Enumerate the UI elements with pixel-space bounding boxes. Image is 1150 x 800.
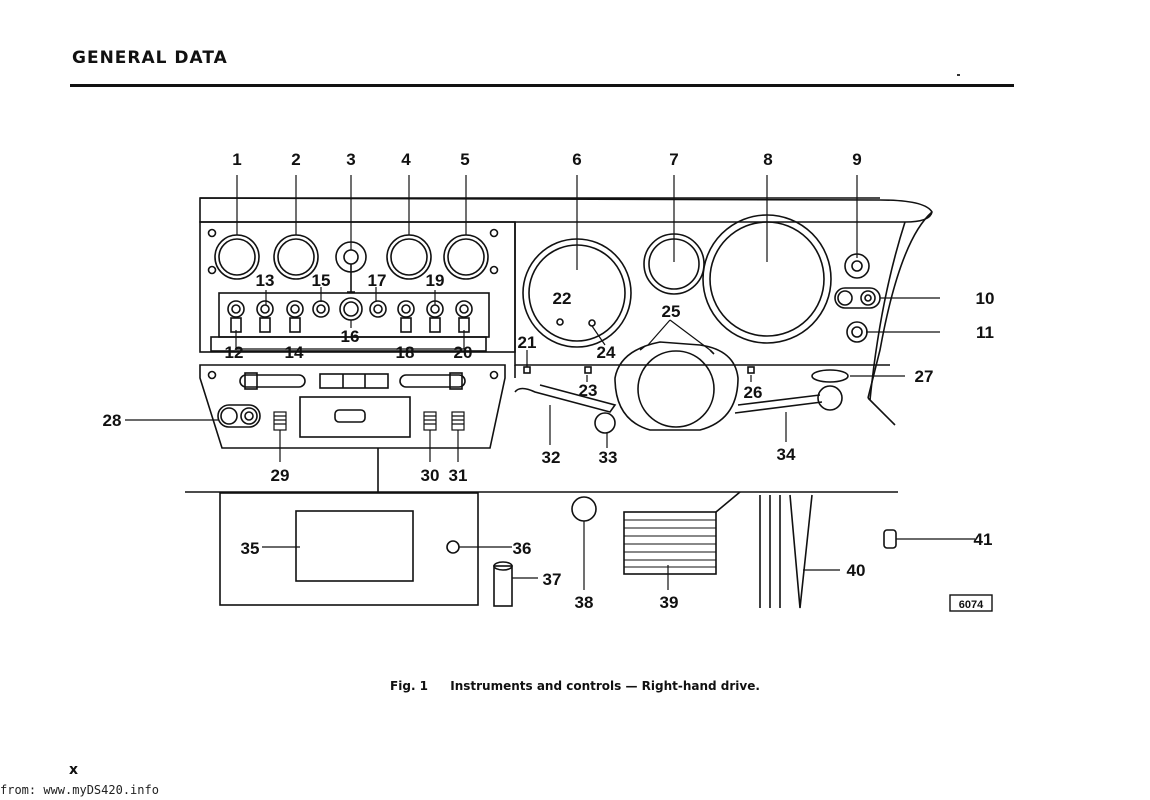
callout-34: 34	[777, 445, 796, 464]
callout-27: 27	[915, 367, 934, 386]
callout-9: 9	[852, 150, 861, 169]
callout-19: 19	[426, 271, 445, 290]
callout-13: 13	[256, 271, 275, 290]
leader-lines	[125, 175, 975, 590]
lower-console	[185, 364, 898, 493]
callout-26: 26	[744, 383, 763, 402]
callout-29: 29	[271, 466, 290, 485]
callout-25: 25	[662, 302, 681, 321]
callout-4: 4	[401, 150, 411, 169]
callout-16: 16	[341, 327, 360, 346]
callout-12: 12	[225, 343, 244, 362]
lower-area	[219, 491, 897, 609]
page-header: GENERAL DATA	[72, 48, 228, 68]
figure-reference: 6074	[949, 594, 993, 612]
callout-10: 10	[976, 289, 995, 308]
callout-18: 18	[396, 343, 415, 362]
callout-40: 40	[847, 561, 866, 580]
callout-22: 22	[553, 289, 572, 308]
callout-8: 8	[763, 150, 772, 169]
callout-14: 14	[285, 343, 304, 362]
speck	[957, 74, 960, 76]
callout-20: 20	[454, 343, 473, 362]
caption-text: Instruments and controls — Right-hand dr…	[450, 679, 760, 693]
callout-38: 38	[575, 593, 594, 612]
callout-31: 31	[449, 466, 468, 485]
header-rule	[70, 84, 1014, 87]
callout-30: 30	[421, 466, 440, 485]
callout-36: 36	[513, 539, 532, 558]
callout-6: 6	[572, 150, 581, 169]
callout-33: 33	[599, 448, 618, 467]
callout-7: 7	[669, 150, 678, 169]
source-watermark: from: www.myDS420.info	[0, 783, 159, 797]
figure-caption: Fig. 1 Instruments and controls — Right-…	[0, 679, 1150, 693]
callout-41: 41	[974, 530, 993, 549]
figure-reference-number: 6074	[959, 599, 984, 611]
control-stalks	[514, 384, 843, 434]
callout-21: 21	[518, 333, 537, 352]
callout-39: 39	[660, 593, 679, 612]
callout-5: 5	[460, 150, 469, 169]
callout-15: 15	[312, 271, 331, 290]
callout-35: 35	[241, 539, 260, 558]
steering-wheel	[614, 341, 739, 431]
callout-17: 17	[368, 271, 387, 290]
callout-24: 24	[597, 343, 616, 362]
callout-3: 3	[346, 150, 355, 169]
callout-23: 23	[579, 381, 598, 400]
callout-32: 32	[542, 448, 561, 467]
page-number: x	[69, 762, 79, 778]
callout-1: 1	[232, 150, 241, 169]
callout-11: 11	[976, 323, 994, 342]
caption-figure-label: Fig. 1	[390, 679, 429, 693]
callout-37: 37	[543, 570, 562, 589]
callout-2: 2	[291, 150, 300, 169]
callout-28: 28	[103, 411, 122, 430]
